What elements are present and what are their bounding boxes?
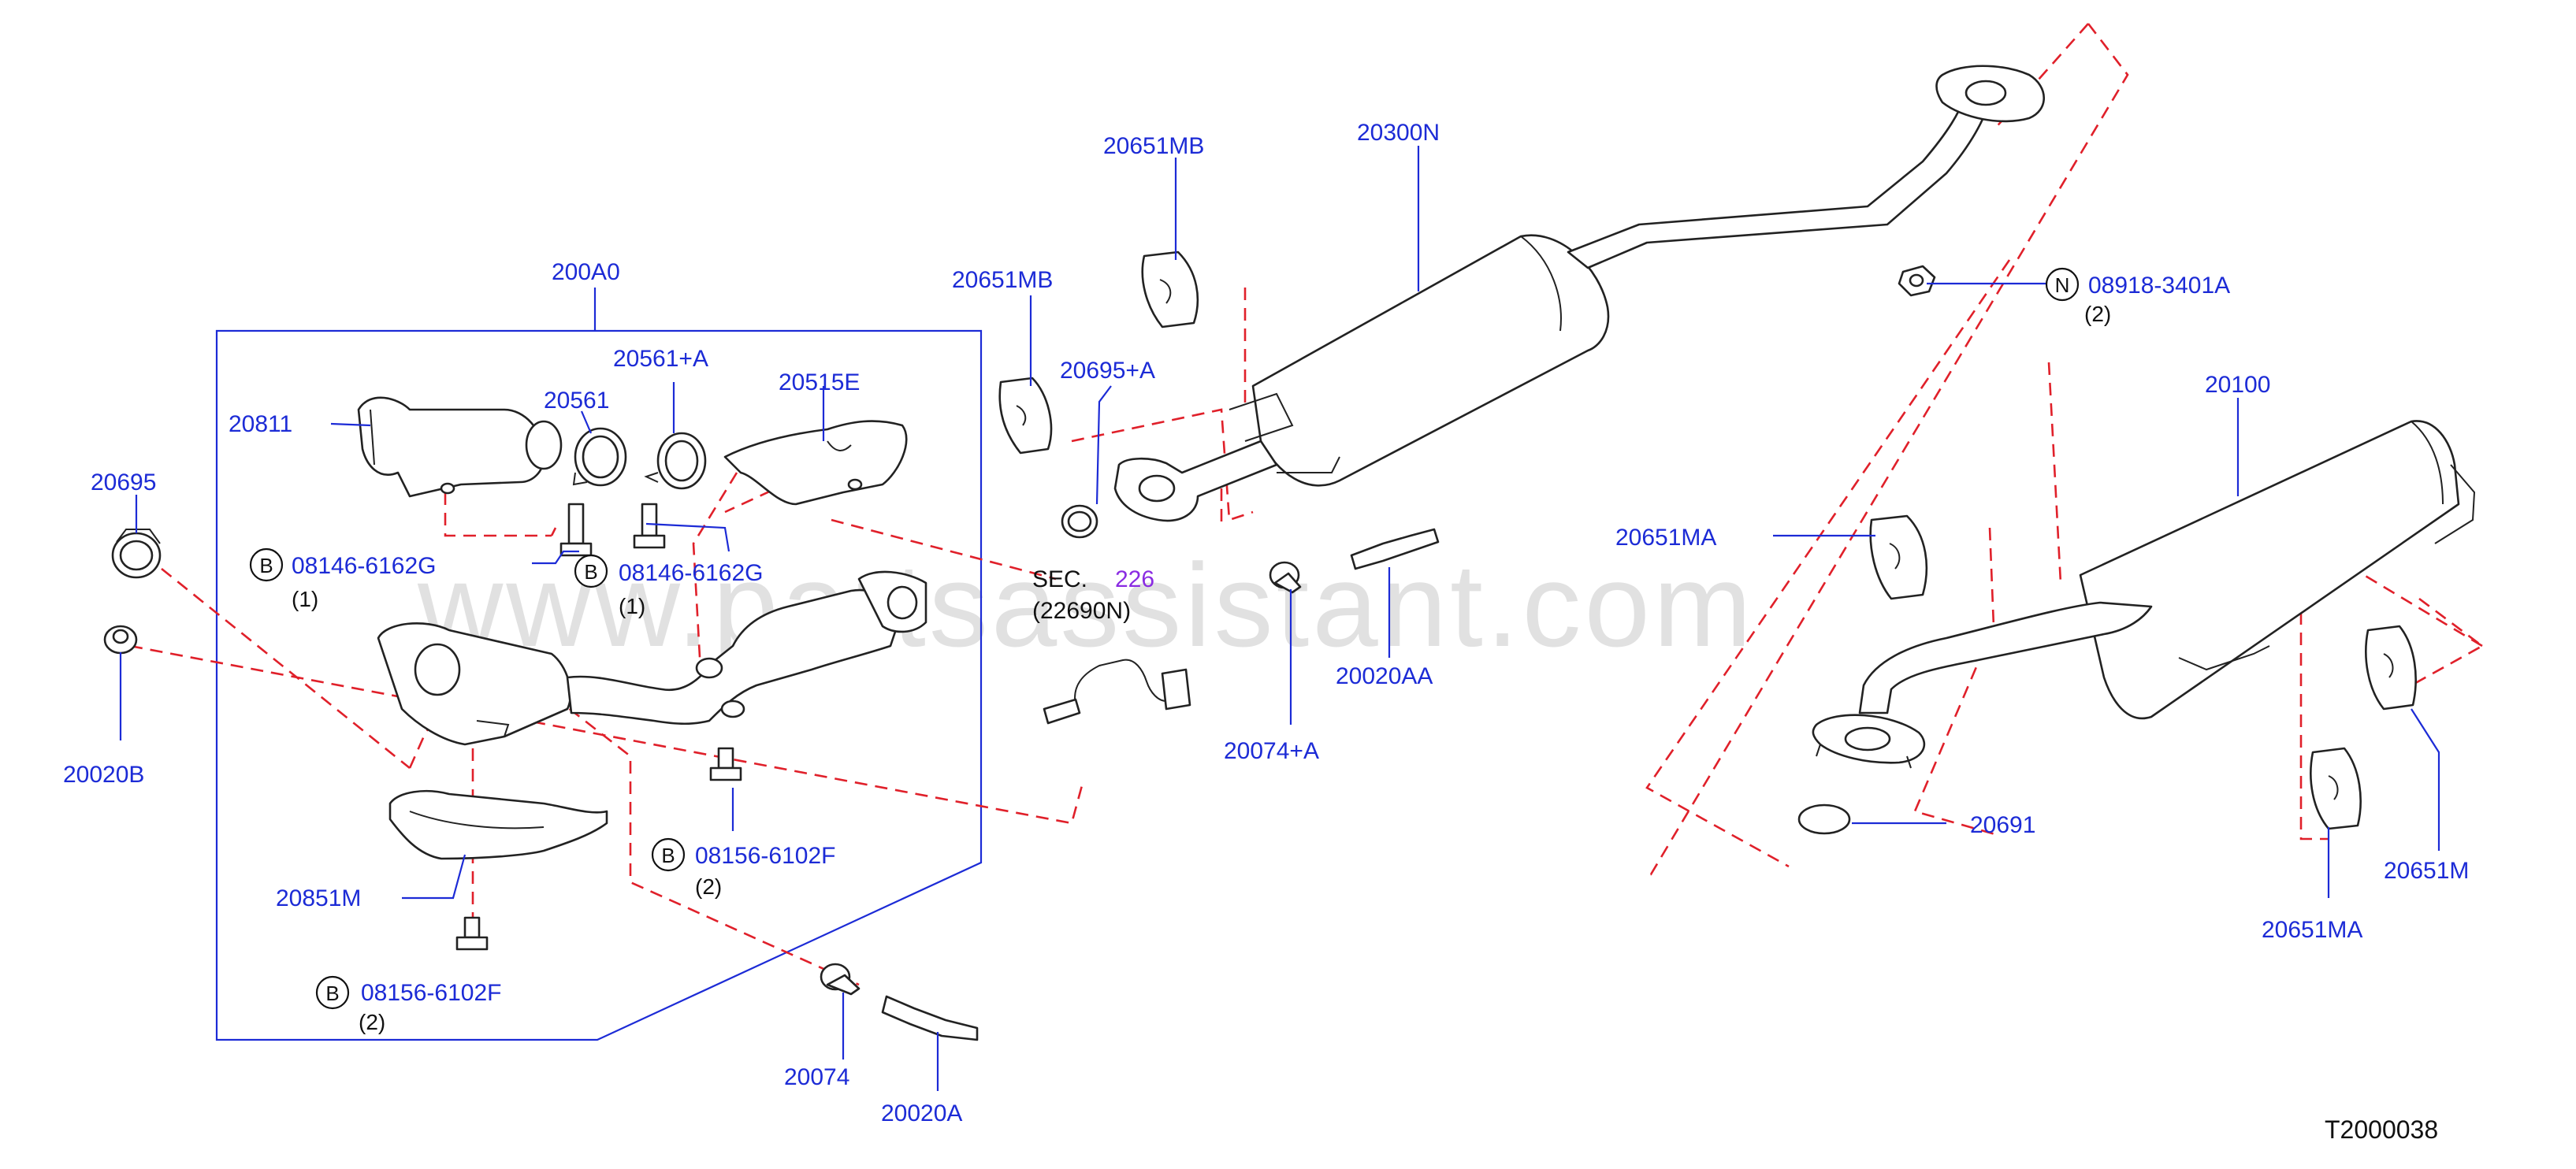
bolt-08156-mid-shape: [709, 747, 742, 781]
fastener-qty: (2): [2084, 302, 2111, 326]
marker-B: B: [325, 982, 339, 1005]
label-20811: 20811: [229, 411, 292, 437]
gasket-20695-shape: [111, 529, 162, 579]
label-20651MB-right: 20651MB: [1103, 133, 1204, 159]
label-20300N: 20300N: [1357, 120, 1440, 146]
marker-B: B: [661, 844, 675, 867]
bolt-08156-lower-shape: [455, 916, 489, 951]
grommet-20074-shape: [820, 963, 861, 996]
fastener-number: 08146-6162G: [619, 560, 764, 586]
clamp-20561A-shape: [644, 432, 707, 490]
marker-N: N: [2055, 273, 2070, 297]
label-20100: 20100: [2205, 372, 2270, 398]
rear-muffler-20100-shape: [1812, 420, 2476, 769]
fastener-qty: (1): [292, 587, 318, 611]
fastener-08156-lower: B 08156-6102F (2): [315, 975, 501, 1034]
marker-B: B: [259, 554, 273, 577]
sensor-20020AA-shape: [1350, 528, 1440, 570]
label-20074A: 20074+A: [1224, 738, 1319, 764]
clamp-20561-shape: [572, 427, 627, 487]
label-200A0: 200A0: [552, 259, 620, 285]
label-20561A: 20561+A: [613, 346, 708, 372]
ring-20691-shape: [1797, 803, 1851, 835]
section-sub: (22690N): [1032, 598, 1131, 624]
nut-20020B-shape: [103, 625, 138, 655]
hanger-20651MB-left-shape: [998, 377, 1053, 455]
label-20851M: 20851M: [276, 885, 361, 911]
hanger-20651M-shape: [2365, 625, 2417, 711]
label-20020AA: 20020AA: [1336, 663, 1433, 689]
fastener-number: 08146-6162G: [292, 553, 437, 579]
hanger-20651MA-right-shape: [2310, 747, 2362, 830]
leader-lines: [119, 146, 2440, 1091]
fastener-qty: (1): [619, 594, 645, 618]
bolt-08146-a-shape: [559, 503, 593, 557]
heat-shield-20515E-shape: [723, 420, 908, 506]
grommet-20074A-shape: [1269, 561, 1302, 594]
label-20020B: 20020B: [63, 762, 144, 788]
hanger-20651MA-left-shape: [1869, 514, 1928, 600]
label-20515E: 20515E: [779, 369, 860, 395]
diagram-code: T2000038: [2325, 1115, 2438, 1144]
fastener-08146-right: B 08146-6162G (1): [574, 554, 764, 618]
fastener-08156-mid: B 08156-6102F (2): [651, 837, 835, 899]
label-20074: 20074: [784, 1064, 849, 1090]
fastener-number: 08918-3401A: [2088, 273, 2230, 299]
bolt-08146-b-shape: [633, 503, 666, 549]
section-prefix: SEC.: [1032, 566, 1087, 592]
assembly-bracket-200A0: [215, 288, 983, 1041]
section-reference: SEC. 226 (22690N): [1032, 566, 1154, 624]
fastener-qty: (2): [695, 874, 722, 899]
fastener-08146-left: B 08146-6162G (1): [249, 547, 437, 611]
label-20651MA-left: 20651MA: [1615, 525, 1716, 551]
heat-shield-20851M-shape: [388, 789, 608, 860]
oxygen-sensor-shape: [1043, 659, 1191, 725]
nut-08918-shape: [1898, 265, 1936, 297]
catalytic-converter-shape: [377, 570, 927, 746]
hanger-20651MB-right-shape: [1141, 250, 1199, 328]
label-20651M: 20651M: [2384, 858, 2469, 884]
marker-B: B: [584, 560, 597, 584]
label-20651MA-right: 20651MA: [2262, 917, 2362, 943]
label-20691: 20691: [1970, 812, 2035, 838]
fastener-number: 08156-6102F: [361, 980, 501, 1006]
label-20561: 20561: [544, 388, 609, 414]
fastener-08918: N 08918-3401A (2): [2045, 267, 2230, 326]
label-20695: 20695: [91, 469, 156, 495]
label-20651MB-left: 20651MB: [952, 267, 1053, 293]
heat-shield-20811-shape: [357, 396, 563, 498]
sensor-20020A-shape: [881, 995, 979, 1041]
fastener-number: 08156-6102F: [695, 843, 835, 869]
label-20695A: 20695+A: [1060, 358, 1155, 384]
watermark: www.partsassistant.com: [417, 539, 1755, 671]
section-number: 226: [1115, 566, 1154, 592]
gasket-20695A-shape: [1061, 504, 1098, 539]
label-20020A: 20020A: [881, 1100, 962, 1126]
center-muffler-20300N-shape: [1113, 65, 2046, 522]
fastener-qty: (2): [359, 1010, 385, 1034]
